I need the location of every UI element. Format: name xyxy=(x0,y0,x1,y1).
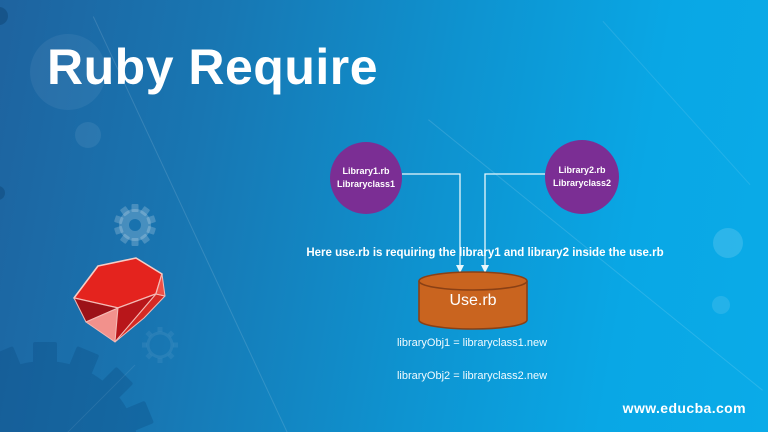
library1-file-label: Library1.rb xyxy=(342,166,390,176)
library2-file-label: Library2.rb xyxy=(558,165,606,175)
library1-node: Library1.rb Libraryclass1 xyxy=(330,142,402,214)
background-circle xyxy=(0,7,8,25)
gear-icon xyxy=(0,342,154,432)
website-watermark: www.educba.com xyxy=(622,400,746,416)
background-circle xyxy=(712,296,730,314)
code-line-2: libraryObj2 = libraryclass2.new xyxy=(396,370,548,382)
background-circle xyxy=(30,34,106,110)
code-line-1: libraryObj1 = libraryclass1.new xyxy=(396,337,548,349)
gear-icon xyxy=(114,204,156,246)
ruby-gem-icon xyxy=(73,257,166,343)
library1-class-label: Libraryclass1 xyxy=(336,179,396,189)
diagram-caption: Here use.rb is requiring the library1 an… xyxy=(306,247,664,259)
library2-node: Library2.rb Libraryclass2 xyxy=(545,140,619,214)
database-cylinder-icon xyxy=(418,271,528,330)
gear-icon xyxy=(142,327,178,363)
database-label: Use.rb xyxy=(449,292,497,309)
page-title: Ruby Require xyxy=(47,39,379,95)
background-circle xyxy=(0,186,5,200)
use-rb-database: Use.rb xyxy=(417,270,529,332)
background-circle xyxy=(713,228,743,258)
library2-class-label: Libraryclass2 xyxy=(552,178,612,188)
background-circle xyxy=(75,122,101,148)
